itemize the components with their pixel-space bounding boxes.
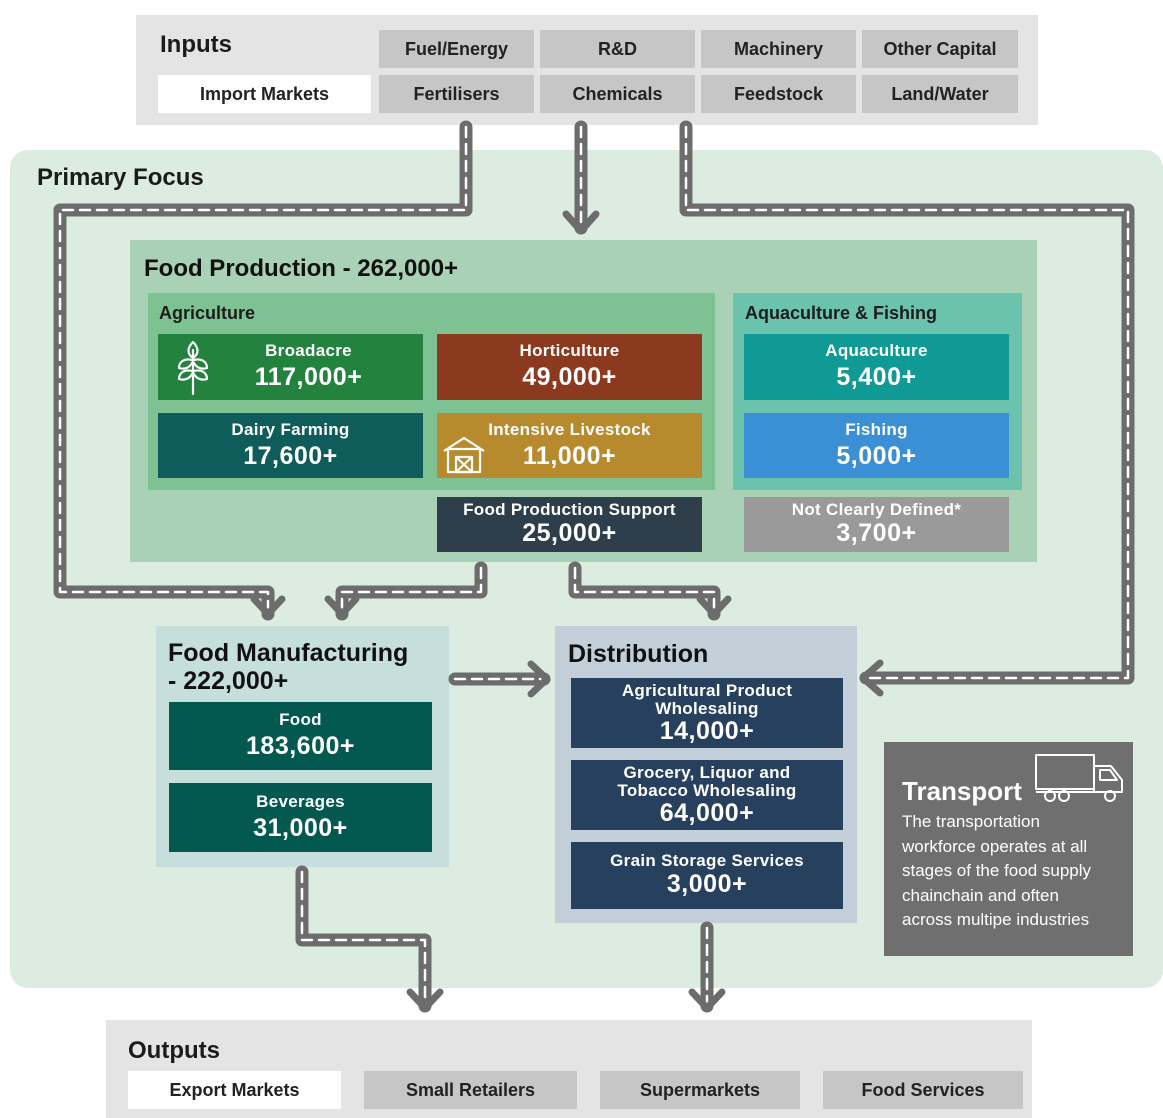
aquaculture-label: Aquaculture [825,341,928,361]
food-production-title: Food Production - 262,000+ [144,255,459,282]
grain-storage-label: Grain Storage Services [610,851,804,871]
grocery-wholesaling-tile: Grocery, Liquor and Tobacco Wholesaling … [571,760,843,830]
fishing-tile: Fishing 5,000+ [744,413,1009,478]
transport-line-3: stages of the food supply [902,861,1092,880]
agricultural-wholesaling-tile: Agricultural Product Wholesaling 14,000+ [571,678,843,748]
transport-title: Transport [902,776,1022,806]
food-production-support-tile: Food Production Support 25,000+ [437,497,702,552]
transport-panel: Transport The transportation workforce o… [884,742,1133,956]
aquaculture-value: 5,400+ [836,363,917,392]
fishing-label: Fishing [845,419,908,439]
broadacre-tile: Broadacre 117,000+ [158,334,423,400]
inputs-title: Inputs [160,31,232,58]
horticulture-tile: Horticulture 49,000+ [437,334,702,400]
outputs-title: Outputs [128,1037,220,1064]
food-label: Food [279,710,322,730]
intensive-livestock-value: 11,000+ [522,441,617,470]
input-machinery: Machinery [701,30,856,68]
broadacre-value: 117,000+ [254,363,363,392]
horticulture-value: 49,000+ [522,363,617,392]
transport-line-5: across multipe industries [902,910,1090,929]
input-feedstock: Feedstock [701,75,856,113]
agricultural-wholesaling-value: 14,000+ [659,716,755,745]
input-rnd: R&D [540,30,695,68]
distribution-title: Distribution [568,640,709,668]
truck-icon [1034,752,1126,809]
output-small-retailers: Small Retailers [364,1071,577,1109]
beverages-label: Beverages [256,791,345,811]
transport-line-1: The transportation [902,812,1040,831]
transport-line-4: chainchain and often [902,885,1059,905]
horticulture-label: Horticulture [519,341,620,361]
output-export-markets: Export Markets [128,1071,341,1109]
fishing-value: 5,000+ [836,441,917,470]
input-import-markets: Import Markets [158,75,371,113]
beverages-value: 31,000+ [253,813,348,842]
not-clearly-defined-tile: Not Clearly Defined* 3,700+ [744,497,1009,552]
dairy-farming-tile: Dairy Farming 17,600+ [158,413,423,478]
food-manufacturing-title-line1: Food Manufacturing [168,639,409,667]
agricultural-wholesaling-label-line1: Agricultural Product [621,681,793,701]
food-production-support-value: 25,000+ [522,519,617,548]
input-fuel-energy: Fuel/Energy [379,30,534,68]
broadacre-label: Broadacre [265,341,352,361]
aquaculture-fishing-title: Aquaculture & Fishing [745,303,938,323]
food-value: 183,600+ [246,732,355,761]
input-other-capital: Other Capital [862,30,1018,68]
agricultural-wholesaling-label-line2: Wholesaling [655,698,759,718]
intensive-livestock-tile: Intensive Livestock 11,000+ [437,413,702,478]
agriculture-title: Agriculture [159,303,256,323]
dairy-farming-value: 17,600+ [243,441,338,470]
aquaculture-tile: Aquaculture 5,400+ [744,334,1009,400]
food-manufacturing-title: Food Manufacturing - 222,000+ [168,639,409,695]
transport-line-2: workforce operates at all [902,836,1088,856]
output-food-services: Food Services [823,1071,1023,1109]
primary-focus-title: Primary Focus [37,164,204,191]
input-chemicals: Chemicals [540,75,695,113]
grocery-wholesaling-value: 64,000+ [659,798,755,827]
input-land-water: Land/Water [862,75,1018,113]
not-clearly-defined-value: 3,700+ [836,519,917,548]
output-supermarkets: Supermarkets [600,1071,800,1109]
grocery-wholesaling-label-line2: Tobacco Wholesaling [617,780,797,800]
input-fertilisers: Fertilisers [379,75,534,113]
dairy-farming-label: Dairy Farming [231,419,350,439]
barn-icon [441,435,487,480]
food-production-support-label: Food Production Support [463,500,676,520]
food-tile: Food 183,600+ [169,702,432,770]
grain-storage-tile: Grain Storage Services 3,000+ [571,842,843,909]
beverages-tile: Beverages 31,000+ [169,783,432,852]
food-manufacturing-title-line2: - 222,000+ [168,666,289,695]
transport-description: The transportation workforce operates at… [902,810,1091,933]
grocery-wholesaling-label-line1: Grocery, Liquor and [623,763,791,783]
grain-storage-value: 3,000+ [666,870,748,899]
not-clearly-defined-label: Not Clearly Defined* [791,500,962,520]
intensive-livestock-label: Intensive Livestock [488,419,651,439]
wheat-icon [172,340,214,401]
